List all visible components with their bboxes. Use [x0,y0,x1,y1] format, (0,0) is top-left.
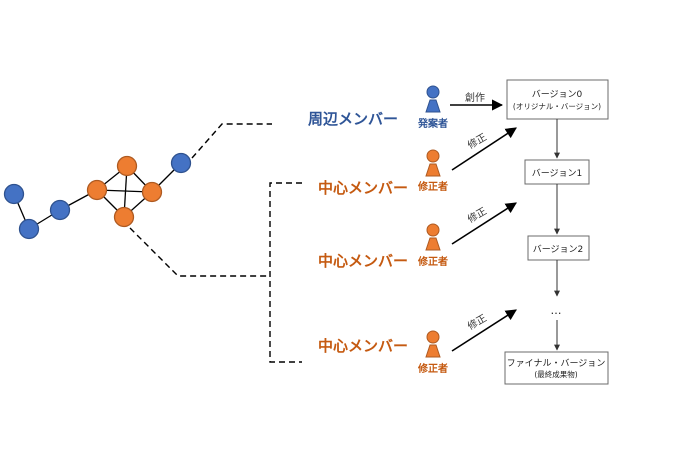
version-0-box [506,79,609,120]
final-version-title: ファイナル・バージョン [507,358,606,369]
core-node [86,179,108,201]
network-graph [3,152,192,240]
core-node [116,155,138,177]
modify-arrow-2 [451,202,517,245]
proposer-label: 発案者 [417,117,448,130]
core-bracket [269,182,302,363]
modifier-2-label: 修正者 [417,255,448,268]
role-core-3: 中心メンバー [318,337,408,355]
person-icon [425,223,441,251]
modifier-3-label: 修正者 [417,362,448,375]
core-connector [129,227,270,277]
role-peripheral: 周辺メンバー [308,110,398,128]
modify-arrow-3 [451,309,517,352]
person-icon [425,330,441,358]
create-label: 創作 [465,92,485,104]
version-0-title: バージョン0 [532,89,583,100]
person-icon [425,149,441,177]
version-1-box [524,159,590,185]
version-ellipsis: … [551,304,562,317]
peripheral-connector [191,123,272,159]
role-core-2: 中心メンバー [318,252,408,270]
version-2-box [527,235,590,261]
modifier-1-label: 修正者 [417,180,448,193]
peripheral-node [3,183,25,205]
dashed-connectors [129,123,302,363]
core-node [113,206,135,228]
peripheral-node [170,152,192,174]
final-version-sub: (最終成果物) [534,369,577,379]
version-1-title: バージョン1 [532,168,583,179]
peripheral-node [18,218,40,240]
peripheral-node [49,199,71,221]
version-2-title: バージョン2 [533,244,584,255]
role-core-1: 中心メンバー [318,179,408,197]
modify-arrow-1 [451,127,517,171]
person-icon [425,85,441,113]
version-0-sub: (オリジナル・バージョン) [513,102,601,111]
core-node [141,181,163,203]
final-version-box [504,351,609,385]
